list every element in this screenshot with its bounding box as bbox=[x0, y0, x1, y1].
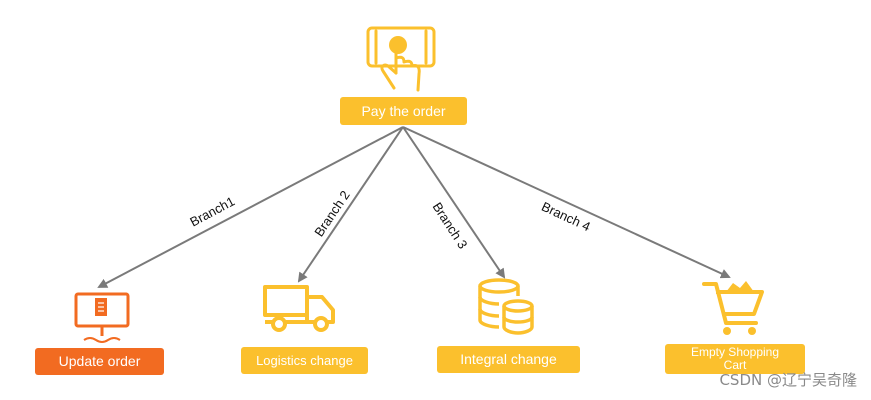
logistics-change-node: Logistics change bbox=[241, 347, 368, 374]
arrow-branch-2 bbox=[297, 126, 404, 283]
logistics-change-label: Logistics change bbox=[256, 352, 353, 368]
integral-change-label: Integral change bbox=[460, 351, 557, 368]
coin-stack-icon bbox=[478, 278, 534, 335]
arrow-branch-4 bbox=[402, 126, 731, 279]
truck-icon bbox=[263, 285, 335, 332]
update-order-node: Update order bbox=[35, 348, 164, 375]
integral-change-node: Integral change bbox=[437, 346, 580, 373]
pay-order-label: Pay the order bbox=[361, 102, 446, 119]
pay-order-node: Pay the order bbox=[340, 97, 467, 125]
empty-cart-node: Empty Shopping Cart bbox=[665, 344, 805, 374]
phone-tap-icon bbox=[366, 26, 436, 92]
monitor-document-icon bbox=[74, 292, 130, 343]
arrow-branch-1 bbox=[97, 126, 404, 288]
arrow-branch-3 bbox=[402, 126, 506, 279]
shopping-cart-icon bbox=[702, 281, 764, 335]
empty-cart-label: Empty Shopping Cart bbox=[690, 345, 780, 372]
watermark-text: CSDN @辽宁吴奇隆 bbox=[719, 371, 857, 389]
update-order-label: Update order bbox=[58, 353, 141, 370]
